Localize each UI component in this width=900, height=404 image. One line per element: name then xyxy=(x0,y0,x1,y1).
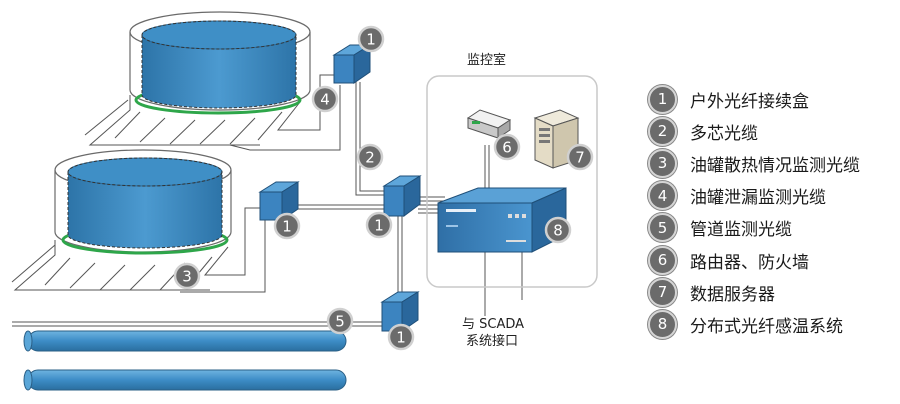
legend-label: 数据服务器 xyxy=(690,284,775,305)
svg-text:6: 6 xyxy=(502,139,512,157)
svg-text:5: 5 xyxy=(335,313,345,331)
legend-label: 油罐泄漏监测光缆 xyxy=(690,188,826,209)
pipeline-upper xyxy=(23,330,347,352)
marker-7: 7 xyxy=(566,143,594,171)
legend-item-4: 4 油罐泄漏监测光缆 xyxy=(648,180,898,212)
multicore-cable-routes xyxy=(290,82,523,316)
svg-text:1: 1 xyxy=(374,217,384,235)
dts-main-unit xyxy=(437,187,567,253)
marker-8: 8 xyxy=(544,216,572,244)
legend-number: 7 xyxy=(648,277,677,307)
legend-item-2: 2 多芯光缆 xyxy=(648,115,898,147)
upper-tank xyxy=(129,11,311,115)
legend-number: 3 xyxy=(648,148,677,178)
legend-number: 1 xyxy=(648,84,677,114)
legend-number: 6 xyxy=(648,245,677,275)
upper-tank-ground-grid xyxy=(84,74,345,151)
legend-number: 5 xyxy=(648,213,677,243)
marker-4: 4 xyxy=(311,85,339,113)
legend: 1 户外光纤接续盒 2 多芯光缆 3 油罐散热情况监测光缆 4 油罐泄漏监测光缆… xyxy=(648,83,898,341)
legend-label: 管道监测光缆 xyxy=(690,220,792,241)
pipeline-monitoring-cable xyxy=(12,321,385,327)
legend-item-7: 7 数据服务器 xyxy=(648,276,898,308)
marker-2: 2 xyxy=(356,143,384,171)
splice-box-center xyxy=(382,175,422,217)
svg-text:7: 7 xyxy=(575,149,585,167)
svg-text:3: 3 xyxy=(182,268,192,286)
scada-interface-label-line2: 系统接口 xyxy=(466,333,518,349)
svg-text:1: 1 xyxy=(396,329,406,347)
legend-item-3: 3 油罐散热情况监测光缆 xyxy=(648,147,898,179)
svg-text:8: 8 xyxy=(553,222,563,240)
legend-item-5: 5 管道监测光缆 xyxy=(648,212,898,244)
svg-text:4: 4 xyxy=(320,91,330,109)
legend-item-8: 8 分布式光纤感温系统 xyxy=(648,308,898,340)
marker-3: 3 xyxy=(173,262,201,290)
pipeline-lower xyxy=(23,369,347,391)
marker-1-left: 1 xyxy=(273,212,301,240)
legend-number: 2 xyxy=(648,116,677,146)
control-room-label: 监控室 xyxy=(467,52,506,68)
legend-item-1: 1 户外光纤接续盒 xyxy=(648,83,898,115)
svg-text:1: 1 xyxy=(282,218,292,236)
splice-box-bottom xyxy=(380,291,420,332)
svg-text:2: 2 xyxy=(365,149,375,167)
scada-interface-label-line1: 与 SCADA xyxy=(462,317,524,332)
legend-label: 多芯光缆 xyxy=(690,123,758,144)
marker-1-center: 1 xyxy=(365,211,393,239)
legend-label: 户外光纤接续盒 xyxy=(690,91,809,112)
legend-number: 4 xyxy=(648,181,677,211)
lower-tank xyxy=(54,149,232,255)
legend-number: 8 xyxy=(648,309,677,339)
splice-box-left xyxy=(258,181,300,221)
svg-text:1: 1 xyxy=(366,31,376,49)
control-room-frame xyxy=(426,75,598,288)
marker-5: 5 xyxy=(326,307,354,335)
marker-6: 6 xyxy=(493,133,521,161)
legend-label: 分布式光纤感温系统 xyxy=(690,316,843,337)
marker-1-bottom: 1 xyxy=(387,323,415,351)
marker-1-top: 1 xyxy=(357,25,385,53)
splice-box-top xyxy=(332,44,372,84)
legend-label: 路由器、防火墙 xyxy=(690,252,809,273)
legend-item-6: 6 路由器、防火墙 xyxy=(648,244,898,276)
legend-label: 油罐散热情况监测光缆 xyxy=(690,155,860,176)
router-device xyxy=(466,109,512,139)
